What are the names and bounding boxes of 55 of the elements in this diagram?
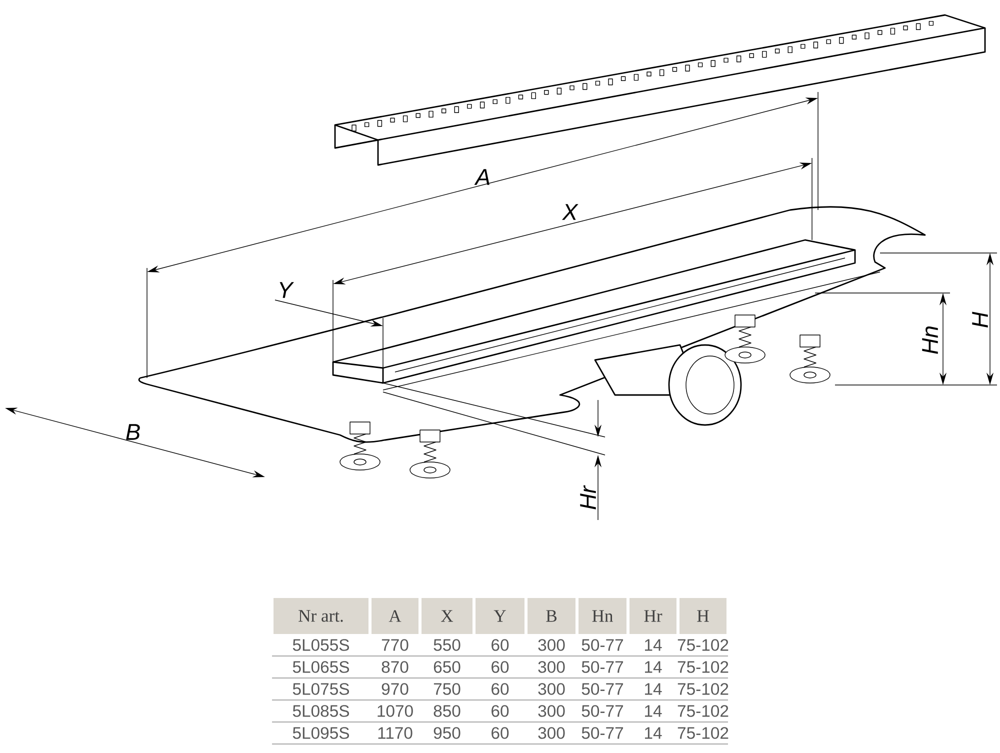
table-cell: 300 bbox=[538, 727, 565, 739]
dimension-label: X bbox=[562, 204, 578, 220]
table-cell: 60 bbox=[492, 683, 509, 695]
table-cell: 75-102 bbox=[678, 727, 728, 739]
table-header-cell: X bbox=[422, 598, 472, 634]
table-cell: 300 bbox=[538, 661, 565, 673]
table-cell: 60 bbox=[492, 639, 509, 651]
table-cell: 60 bbox=[492, 661, 509, 673]
table-cell: 60 bbox=[492, 705, 509, 717]
table-header-cell: Hr bbox=[630, 598, 676, 634]
table-cell: 650 bbox=[434, 661, 460, 673]
table-cell: 14 bbox=[645, 639, 662, 651]
table-cell: 870 bbox=[382, 661, 408, 673]
table-cell: 5L065S bbox=[292, 661, 349, 673]
table-cell: 770 bbox=[382, 639, 408, 651]
table-header-cell: H bbox=[680, 598, 726, 634]
table-cell: 75-102 bbox=[678, 661, 728, 673]
table-cell: 300 bbox=[538, 705, 565, 717]
table-cell: 5L055S bbox=[292, 639, 349, 651]
table-cell: 1070 bbox=[378, 705, 413, 717]
table-cell: 970 bbox=[382, 683, 408, 695]
table-cell: 50-77 bbox=[582, 705, 624, 717]
table-cell: 1170 bbox=[378, 727, 412, 739]
table-cell: 14 bbox=[645, 705, 662, 717]
table-cell: 5L075S bbox=[292, 683, 349, 695]
table-cell: 50-77 bbox=[582, 661, 624, 673]
dimension-label: Hn bbox=[922, 326, 938, 354]
dimension-label: Y bbox=[280, 282, 294, 298]
table-cell: 300 bbox=[538, 639, 565, 651]
table-header-cell: A bbox=[372, 598, 418, 634]
table-cell: 50-77 bbox=[582, 639, 624, 651]
table-header-cell: Y bbox=[476, 598, 524, 634]
table-cell: 5L095S bbox=[292, 727, 349, 739]
dimension-label: B bbox=[126, 424, 140, 440]
table-cell: 75-102 bbox=[678, 683, 728, 695]
table-cell: 300 bbox=[538, 683, 565, 695]
table-cell: 50-77 bbox=[582, 683, 624, 695]
table-cell: 14 bbox=[645, 661, 662, 673]
table-cell: 14 bbox=[645, 727, 662, 739]
table-cell: 850 bbox=[434, 705, 460, 717]
table-cell: 14 bbox=[645, 683, 662, 695]
dimension-label: A bbox=[474, 169, 490, 185]
table-header-cell: Hn bbox=[578, 598, 626, 634]
dimension-label: H bbox=[972, 312, 988, 328]
table-cell: 950 bbox=[434, 727, 460, 739]
table-cell: 750 bbox=[434, 683, 460, 695]
dimension-label: Hr bbox=[580, 485, 596, 510]
table-cell: 60 bbox=[492, 727, 509, 739]
table-cell: 550 bbox=[434, 639, 460, 651]
table-cell: 75-102 bbox=[678, 639, 728, 651]
table-cell: 50-77 bbox=[582, 727, 624, 739]
table-cell: 5L085S bbox=[292, 705, 349, 717]
table-cell: 75-102 bbox=[678, 705, 728, 717]
table-header-cell: B bbox=[528, 598, 576, 634]
table-header-cell: Nr art. bbox=[274, 598, 368, 634]
